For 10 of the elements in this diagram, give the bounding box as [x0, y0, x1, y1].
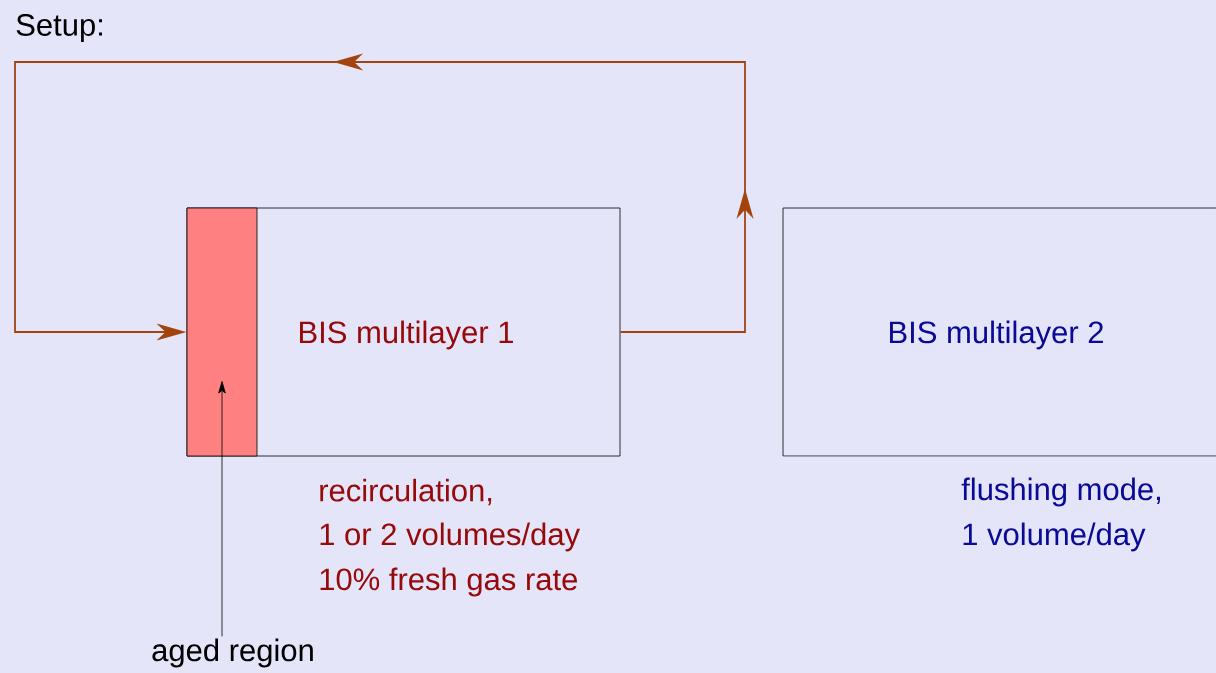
- heading: Setup:: [16, 13, 102, 43]
- note-text: 1 volume/day: [963, 522, 1146, 552]
- aged-region-bar: [186, 207, 258, 457]
- caption-text: aged region: [152, 638, 313, 668]
- chamber-box: BIS multilayer 2: [782, 207, 1216, 457]
- note-text: 1 or 2 volumes/day: [320, 522, 580, 552]
- note-text: 10% fresh gas rate: [320, 567, 577, 597]
- note-text: flushing mode,: [961, 477, 1160, 507]
- leader-line: [218, 381, 226, 637]
- note-text: recirculation,: [320, 478, 492, 506]
